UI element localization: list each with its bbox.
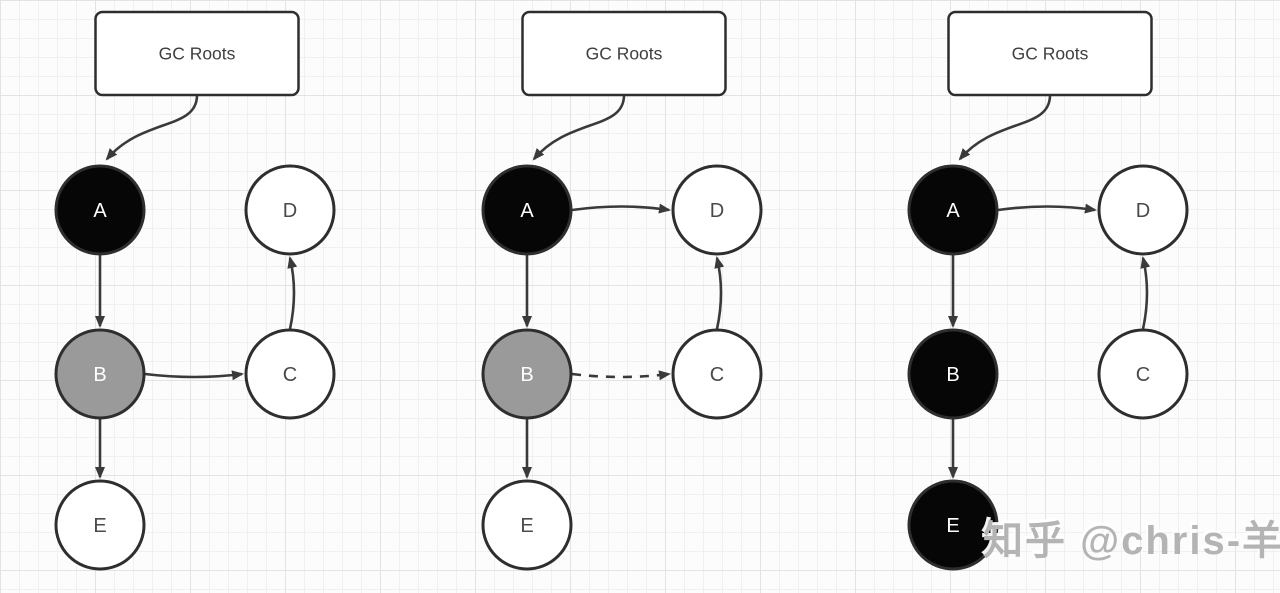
gc-roots-box: [521, 10, 727, 97]
gc-roots-box: [94, 10, 300, 97]
node-C: [671, 328, 763, 420]
node-C-label: C: [283, 364, 297, 386]
node-C-label: C: [710, 364, 724, 386]
edge-root-to-A: [532, 95, 626, 161]
gc-roots-box: [947, 10, 1153, 97]
node-A: [54, 164, 146, 256]
node-D: [244, 164, 336, 256]
node-C: [1097, 328, 1189, 420]
node-E: [54, 479, 146, 571]
edge-B-to-C: [571, 370, 671, 381]
edge-A-to-D: [997, 203, 1097, 214]
node-C-label: C: [1136, 364, 1150, 386]
edge-C-to-D: [714, 256, 725, 330]
node-E-label: E: [946, 515, 959, 537]
node-B-label: B: [520, 364, 533, 386]
node-B: [907, 328, 999, 420]
node-E-label: E: [520, 515, 533, 537]
node-B: [54, 328, 146, 420]
gc-roots-label: GC Roots: [159, 44, 236, 64]
node-A-label: A: [93, 200, 107, 222]
edge-B-to-C: [144, 370, 244, 381]
edge-root-to-A: [105, 95, 199, 161]
node-B: [481, 328, 573, 420]
node-D: [1097, 164, 1189, 256]
node-A-label: A: [946, 200, 960, 222]
node-D: [671, 164, 763, 256]
node-E: [907, 479, 999, 571]
node-D-label: D: [1136, 200, 1150, 222]
node-C: [244, 328, 336, 420]
node-E: [481, 479, 573, 571]
gc-roots-label: GC Roots: [586, 44, 663, 64]
node-D-label: D: [283, 200, 297, 222]
node-E-label: E: [93, 515, 106, 537]
node-D-label: D: [710, 200, 724, 222]
edge-C-to-D: [1140, 256, 1151, 330]
node-A: [481, 164, 573, 256]
edge-A-to-D: [571, 203, 671, 214]
node-B-label: B: [946, 364, 959, 386]
gc-roots-label: GC Roots: [1012, 44, 1089, 64]
node-A: [907, 164, 999, 256]
edge-C-to-D: [287, 256, 298, 330]
edge-root-to-A: [958, 95, 1052, 161]
node-B-label: B: [93, 364, 106, 386]
node-A-label: A: [520, 200, 534, 222]
